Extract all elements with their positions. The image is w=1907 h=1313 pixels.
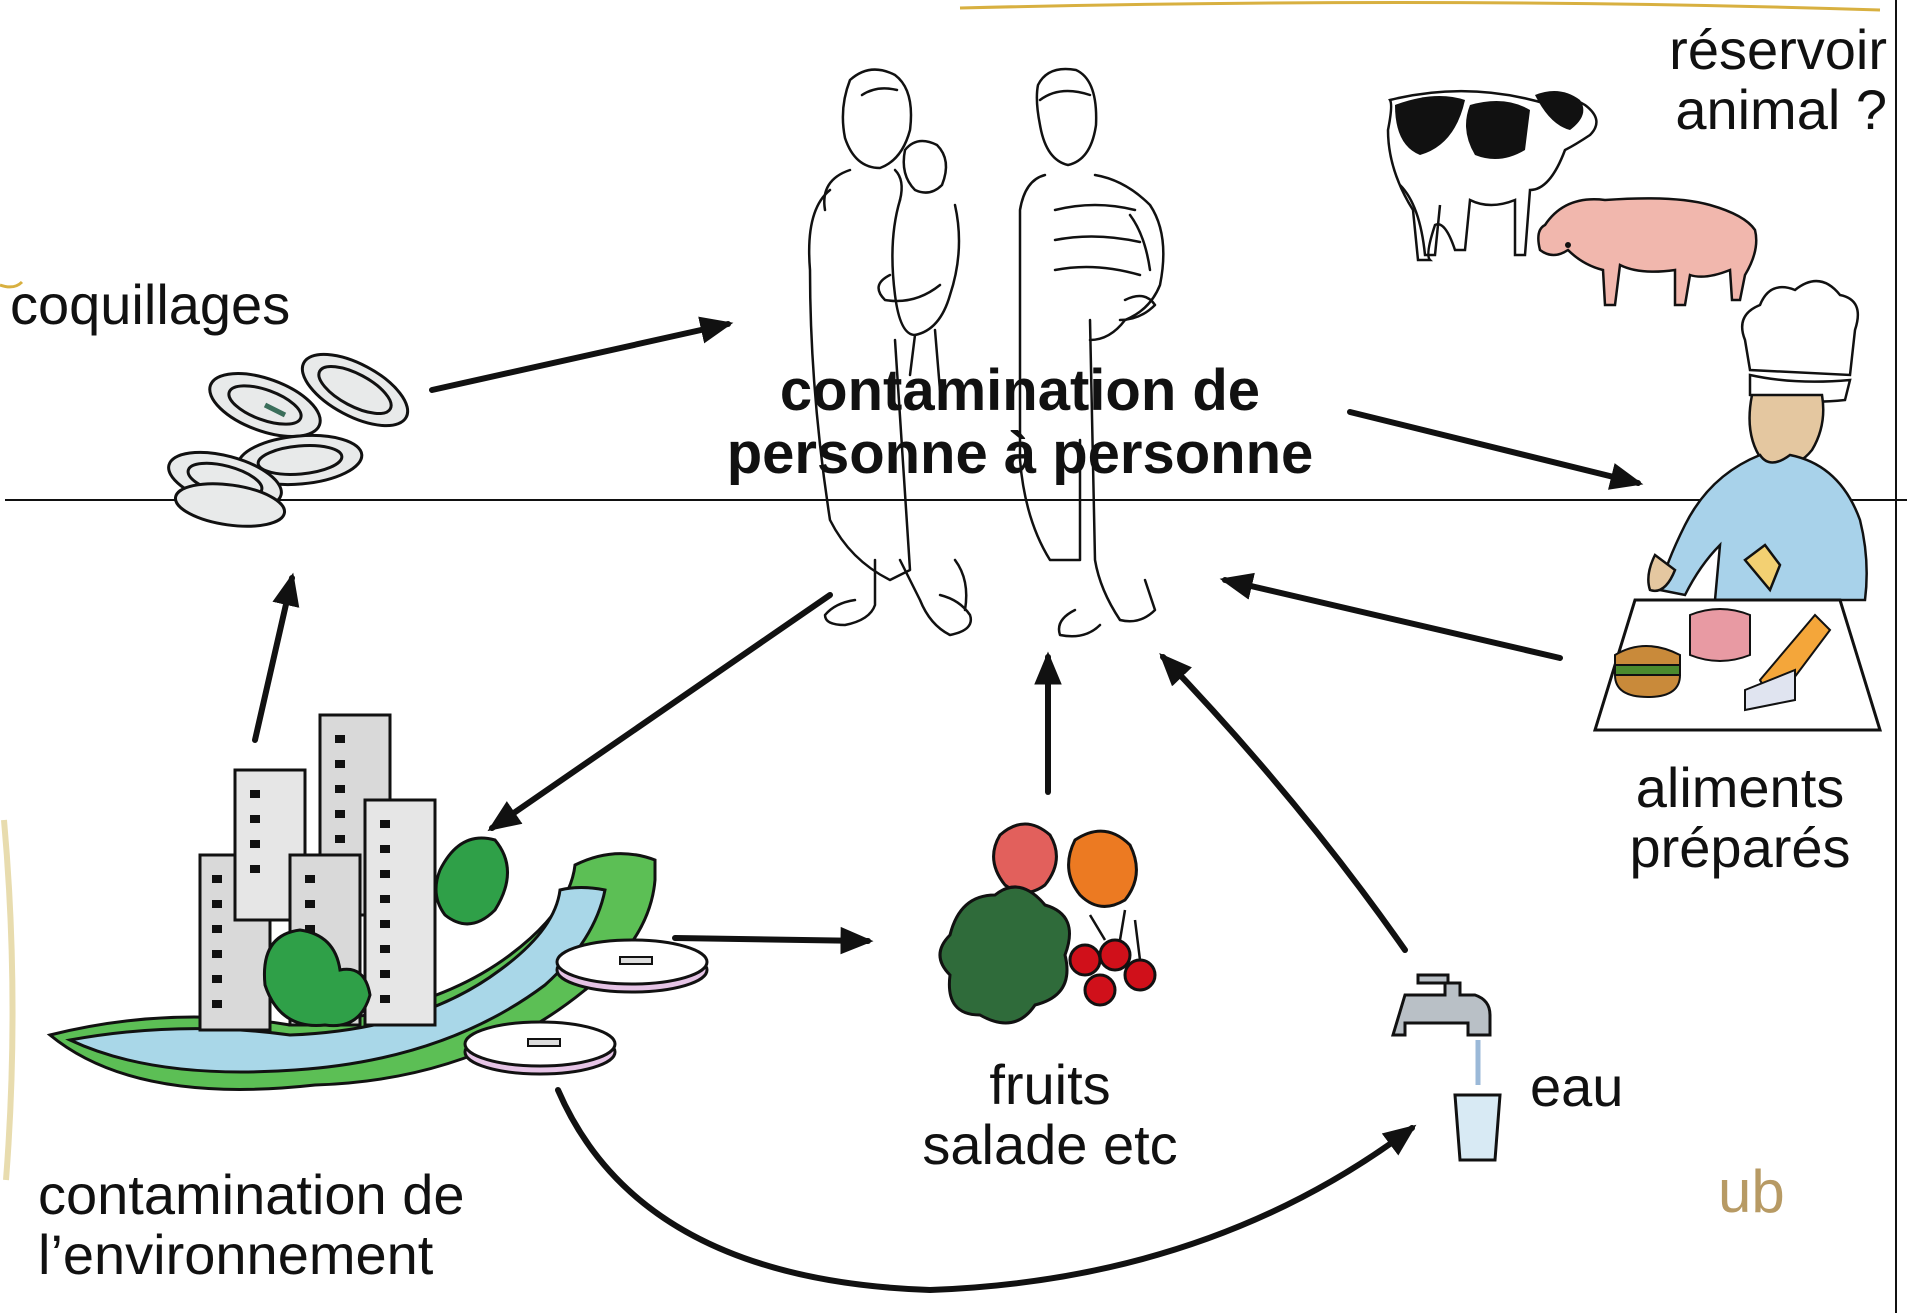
- label-env-line2: l’environnement: [38, 1223, 434, 1287]
- label-center-line1: contamination de: [779, 358, 1261, 423]
- arrow-environnement-to-coquillages: [252, 572, 300, 743]
- label-aliments-line2: préparés: [1629, 816, 1851, 880]
- cow-icon: [1386, 89, 1598, 262]
- label-contamination-personne: contamination de personne à personne: [640, 358, 1400, 486]
- frame-accent: [959, 0, 1881, 12]
- label-aliments-prepares: aliments préparés: [1590, 756, 1890, 880]
- prepared-food-icon: [1592, 598, 1883, 732]
- family-icon: [807, 67, 1165, 638]
- label-coquillages: coquillages: [10, 273, 291, 336]
- tree: [434, 836, 509, 926]
- label-reservoir-line1: réservoir: [1669, 18, 1887, 81]
- fruits-vegetables-icon: [938, 822, 1157, 1025]
- label-ub: ub: [1718, 1158, 1785, 1225]
- chef-icon: [1647, 280, 1868, 602]
- petri-dish-icon: [463, 938, 709, 1076]
- label-env-line1: contamination de: [38, 1163, 465, 1226]
- arrow-aliments-to-personne: [1219, 572, 1563, 661]
- label-reservoir-line2: animal ?: [1675, 78, 1887, 142]
- frame-accent-bottom-left: [1, 819, 16, 1181]
- arrows: [252, 316, 1644, 1294]
- frame-accent-left: [0, 280, 24, 289]
- label-reservoir-animal: réservoir animal ?: [1669, 18, 1887, 142]
- arrow-eau-to-personne: [1159, 653, 1408, 953]
- shells-icon: [167, 352, 410, 528]
- arrow-personne-to-aliments: [1347, 409, 1644, 490]
- arrow-environnement-to-fruits: [672, 926, 874, 955]
- label-fruits-line2: salade etc: [922, 1113, 1178, 1177]
- label-eau: eau: [1530, 1055, 1624, 1118]
- label-fruits-salade: fruits salade etc: [850, 1053, 1250, 1177]
- pig-icon: [1537, 197, 1758, 307]
- label-center-line2: personne à personne: [726, 420, 1314, 486]
- label-contamination-environnement: contamination de l’environnement: [38, 1163, 465, 1287]
- arrow-coquillages-to-personne: [429, 316, 734, 393]
- label-fruits-line1: fruits: [989, 1053, 1111, 1116]
- arrow-environnement-to-eau: [555, 1087, 1417, 1294]
- label-aliments-line1: aliments: [1635, 756, 1845, 819]
- faucet-glass-icon: [1390, 973, 1502, 1162]
- tree: [262, 928, 372, 1028]
- arrow-personne-to-environnement: [487, 592, 833, 832]
